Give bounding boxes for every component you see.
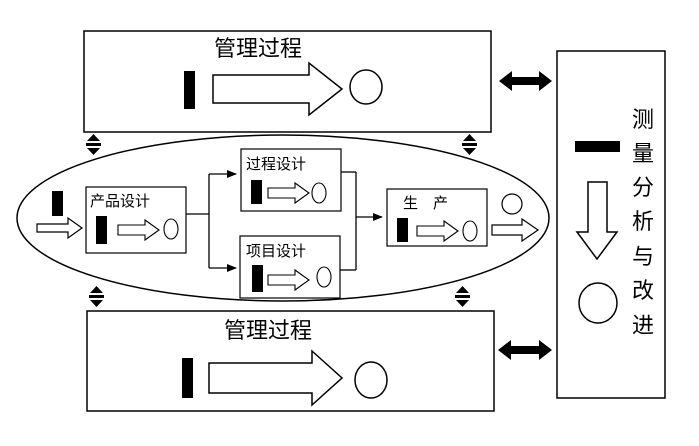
hollow-arrow-icon: [491, 217, 540, 243]
production-label: 生 产: [403, 194, 448, 212]
product-design-box: 产品设计: [85, 186, 187, 254]
hollow-down-arrow-icon: [575, 181, 619, 261]
output-circle-icon: [501, 193, 523, 215]
vertical-double-arrow-icon: [455, 286, 470, 307]
hollow-arrow-icon: [267, 268, 310, 292]
top-process-title: 管理过程: [214, 37, 302, 62]
merge-connector: [340, 171, 383, 271]
vertical-double-arrow-icon: [89, 286, 104, 307]
bottom-process-box: [86, 310, 495, 412]
branch-connector: [186, 170, 237, 272]
output-circle-icon: [462, 220, 478, 242]
process-design-label: 过程设计: [246, 155, 306, 173]
hollow-arrow-icon: [267, 181, 310, 205]
output-circle-icon: [578, 282, 618, 324]
double-arrow-icon: [498, 340, 552, 360]
measurement-char: 量: [632, 142, 654, 167]
measurement-char: 析: [632, 210, 654, 235]
hollow-arrow-icon: [212, 61, 344, 117]
measurement-char: 改: [632, 279, 654, 304]
input-bar-icon: [182, 358, 193, 398]
project-design-label: 项目设计: [246, 242, 306, 260]
vertical-double-arrow-icon: [462, 134, 477, 155]
output-circle-icon: [354, 361, 388, 399]
measurement-char: 测: [632, 108, 654, 133]
hollow-arrow-icon: [117, 218, 160, 242]
input-bar-icon: [184, 71, 195, 109]
measurement-analysis-improvement: 测 量 分 析 与 改 进: [556, 50, 666, 399]
output-circle-icon: [163, 218, 179, 240]
output-circle-icon: [316, 266, 332, 288]
production-box: 生 产: [386, 188, 488, 247]
measurement-vertical-label: 测 量 分 析 与 改 进: [632, 108, 654, 339]
realization-ellipse: [16, 134, 550, 302]
input-bar-icon: [397, 218, 408, 242]
input-bar-icon: [251, 180, 262, 204]
hollow-arrow-icon: [208, 349, 344, 407]
vertical-double-arrow-icon: [86, 134, 101, 155]
input-bar-icon: [96, 216, 107, 244]
output-circle-icon: [349, 69, 383, 105]
bottom-process-title: 管理过程: [224, 319, 312, 344]
measurement-box: [556, 50, 666, 399]
process-design-box: 过程设计: [240, 148, 342, 212]
bottom-management-process: 管理过程: [86, 310, 495, 412]
measurement-char: 与: [632, 245, 654, 270]
hollow-arrow-icon: [416, 219, 459, 243]
measurement-char: 分: [632, 176, 654, 201]
output-circle-icon: [311, 182, 327, 204]
measurement-char: 进: [632, 314, 654, 339]
hollow-arrow-icon: [36, 216, 84, 240]
input-bar-icon: [52, 191, 63, 216]
input-bar-icon: [575, 141, 620, 152]
input-bar-icon: [252, 265, 263, 292]
double-arrow-icon: [499, 71, 552, 91]
product-design-label: 产品设计: [90, 192, 150, 210]
project-design-box: 项目设计: [239, 235, 341, 299]
top-management-process: 管理过程: [83, 30, 492, 133]
